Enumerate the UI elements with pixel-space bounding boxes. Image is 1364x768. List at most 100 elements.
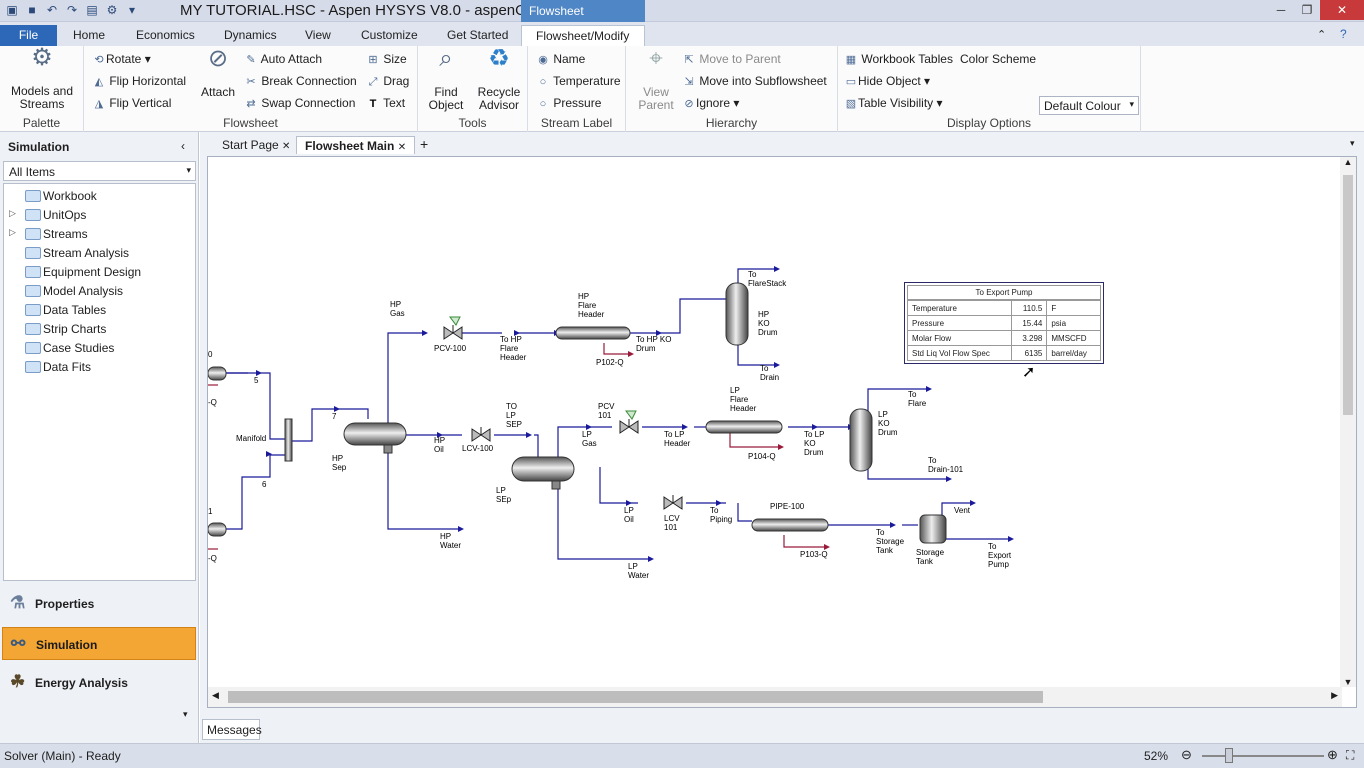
help-icon[interactable]: ?	[1340, 27, 1347, 41]
tab-customize[interactable]: Customize	[361, 28, 418, 42]
hide-object-button[interactable]: ▭Hide Object ▾	[845, 74, 931, 88]
scroll-left-icon[interactable]: ◀	[212, 690, 219, 700]
close-icon[interactable]: ✕	[1320, 0, 1364, 20]
swap-connection-button[interactable]: ⇄ Swap Connection	[244, 96, 355, 110]
tab-flowsheet-modify[interactable]: Flowsheet/Modify	[521, 25, 645, 46]
tab-dynamics[interactable]: Dynamics	[224, 28, 277, 42]
move-subflowsheet-button[interactable]: ⇲ Move into Subflowsheet	[682, 74, 826, 88]
tab-flowsheet-main[interactable]: Flowsheet Main ✕	[296, 136, 416, 154]
size-button[interactable]: ⊞ Size	[366, 52, 406, 66]
stream-to-flare[interactable]	[867, 388, 926, 415]
energy-stream-p104q[interactable]	[729, 433, 778, 448]
attach-button[interactable]: ⊘Attach	[200, 45, 236, 99]
stream-hp-gas[interactable]	[387, 332, 422, 425]
radio-pressure[interactable]: ○ Pressure	[536, 96, 602, 110]
stream-lp-water[interactable]	[557, 481, 648, 560]
pfd-icon[interactable]: ⚙	[106, 3, 118, 17]
rotate-button[interactable]: ⟲Rotate ▾	[92, 52, 150, 66]
tab-home[interactable]: Home	[73, 28, 106, 42]
tab-get-started[interactable]: Get Started	[447, 28, 509, 42]
stream-vent[interactable]	[941, 502, 970, 515]
horizontal-scroll-thumb[interactable]	[228, 691, 1043, 703]
zoom-slider[interactable]	[1202, 755, 1324, 757]
expand-icon[interactable]: ▷	[9, 227, 16, 237]
nav-simulation[interactable]: ⚯Simulation	[2, 627, 196, 660]
move-to-parent-button[interactable]: ⇱ Move to Parent	[682, 52, 780, 66]
break-connection-button[interactable]: ✂ Break Connection	[244, 74, 356, 88]
flip-horizontal-button[interactable]: ◭ Flip Horizontal	[92, 74, 186, 88]
workbook-tables-button[interactable]: ▦ Workbook Tables	[845, 52, 953, 66]
edge-vessel-top[interactable]	[208, 366, 227, 381]
vertical-scroll-thumb[interactable]	[1343, 175, 1353, 415]
drag-button[interactable]: ⤢ Drag	[366, 74, 410, 89]
ribbon-collapse-icon[interactable]: ⌃	[1317, 29, 1327, 41]
energy-stream-p103q[interactable]	[783, 535, 824, 548]
stream-to-flarestack[interactable]	[737, 268, 774, 289]
stream-6[interactable]	[226, 454, 285, 530]
collapse-pane-icon[interactable]: ‹	[181, 139, 185, 153]
app-icon[interactable]: ▣	[6, 3, 18, 17]
flip-vertical-button[interactable]: ◮ Flip Vertical	[92, 96, 172, 110]
manifold-mixer[interactable]	[284, 418, 293, 462]
messages-tab[interactable]: Messages	[202, 719, 262, 740]
hp-separator[interactable]	[343, 422, 407, 446]
stream-hp-oil[interactable]	[494, 434, 539, 461]
edge-vessel-bottom[interactable]	[208, 522, 227, 537]
view-parent-button[interactable]: ⌖View Parent	[638, 45, 674, 112]
storage-tank[interactable]	[919, 514, 947, 544]
radio-temperature[interactable]: ○ Temperature	[536, 74, 621, 88]
scroll-up-icon[interactable]: ▲	[1343, 157, 1353, 167]
add-tab-icon[interactable]: +	[420, 136, 429, 152]
nav-properties[interactable]: ⚗Properties	[10, 593, 95, 612]
ignore-button[interactable]: ⊘Ignore ▾	[682, 96, 739, 110]
find-object-button[interactable]: ⌕Find Object	[428, 45, 464, 112]
stream-7[interactable]	[292, 408, 369, 442]
close-icon[interactable]: ✕	[282, 141, 291, 152]
save-icon[interactable]: ■	[28, 3, 36, 17]
tab-economics[interactable]: Economics	[136, 28, 195, 42]
table-visibility-button[interactable]: ▧Table Visibility ▾	[845, 96, 943, 110]
radio-name[interactable]: ◉ Name	[536, 52, 585, 66]
stream-hp-water[interactable]	[387, 449, 458, 530]
undo-icon[interactable]: ↶	[46, 3, 58, 17]
recycle-advisor-button[interactable]: ♻Recycle Advisor	[477, 45, 521, 112]
close-icon[interactable]: ✕	[397, 142, 407, 153]
scroll-right-icon[interactable]: ▶	[1331, 690, 1338, 700]
stream-5[interactable]	[226, 372, 285, 440]
stream-to-drain-101[interactable]	[867, 467, 946, 480]
models-streams-button[interactable]: ⚙Models and Streams	[10, 44, 74, 111]
stream-to-hp-ko-drum[interactable]	[630, 298, 726, 334]
maximize-icon[interactable]: ❐	[1301, 3, 1313, 17]
stream-lp-oil[interactable]	[599, 467, 638, 504]
workbook-icon[interactable]: ▤	[86, 3, 98, 17]
auto-attach-button[interactable]: ✎ Auto Attach	[244, 52, 322, 66]
tab-start-page[interactable]: Start Page ✕	[222, 138, 291, 152]
minimize-icon[interactable]: ─	[1276, 3, 1286, 17]
scroll-down-icon[interactable]: ▼	[1343, 677, 1353, 687]
pipe-100[interactable]	[751, 518, 829, 532]
zoom-out-icon[interactable]: ⊖	[1181, 747, 1192, 762]
hp-ko-drum[interactable]	[725, 282, 749, 346]
color-scheme-dropdown[interactable]: Default Colour▾	[1039, 96, 1139, 115]
qat-menu-icon[interactable]: ▾	[128, 3, 136, 17]
stream-lp-gas[interactable]	[557, 426, 612, 457]
tab-file[interactable]: File	[0, 25, 57, 46]
redo-icon[interactable]: ↷	[66, 3, 78, 17]
nav-energy-analysis[interactable]: ☘Energy Analysis	[10, 672, 128, 691]
hp-flare-header-pipe[interactable]	[555, 326, 631, 340]
horizontal-scrollbar[interactable]: ◀ ▶	[208, 687, 1342, 707]
lp-ko-drum[interactable]	[849, 408, 873, 472]
stream-to-drain[interactable]	[737, 345, 774, 366]
expand-icon[interactable]: ▷	[9, 208, 16, 218]
zoom-in-icon[interactable]: ⊕	[1327, 747, 1338, 762]
zoom-slider-thumb[interactable]	[1225, 748, 1233, 763]
energy-stream-p102q[interactable]	[603, 343, 628, 355]
filter-dropdown[interactable]: All Items▾	[3, 161, 196, 181]
tab-menu-icon[interactable]: ▾	[1350, 138, 1355, 148]
text-button[interactable]: T Text	[366, 96, 406, 110]
vertical-scrollbar[interactable]: ▲ ▼	[1340, 157, 1356, 687]
lp-separator[interactable]	[511, 456, 575, 482]
